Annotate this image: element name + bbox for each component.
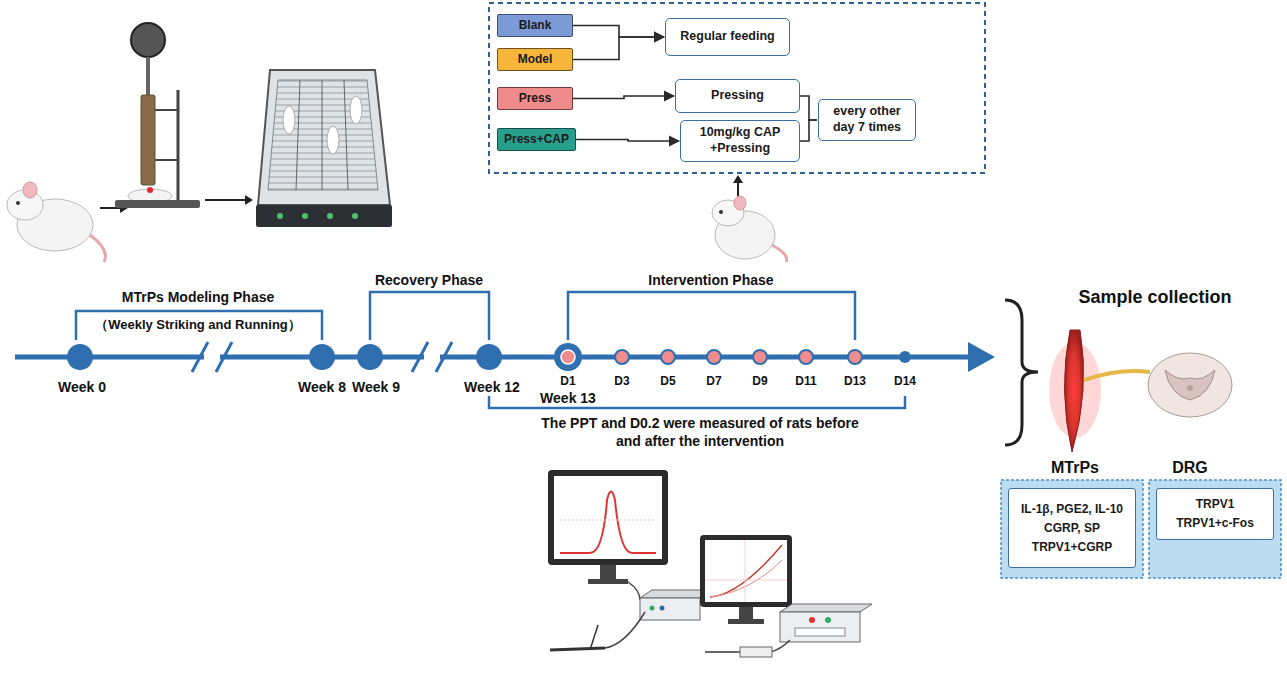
text-label: Sample collection	[1078, 286, 1231, 309]
text-label: Intervention Phase	[648, 271, 773, 289]
text-label: D5	[660, 374, 675, 390]
node-text: TRPV1+c-Fos	[1176, 516, 1254, 531]
panel	[1149, 480, 1281, 578]
connector	[800, 96, 817, 120]
indicator-box: IL-1β, PGE2, IL-10CGRP, SP TRPV1+CGRP	[1008, 488, 1136, 568]
node-text: every other day 7 times	[825, 104, 909, 135]
text-label: （Weekly Striking and Running）	[95, 317, 301, 334]
drg-figure	[1148, 353, 1232, 417]
node-text: CGRP, SP	[1044, 521, 1100, 536]
text-label: D7	[706, 374, 721, 390]
node-text: Model	[518, 52, 553, 67]
connector	[573, 37, 664, 60]
node-text: TRPV1	[1196, 497, 1235, 512]
rat-figure	[7, 182, 105, 262]
timeline	[15, 342, 995, 372]
text-label: Week 0	[58, 378, 106, 396]
group-tag: Model	[497, 48, 573, 71]
brace	[1005, 300, 1038, 445]
node-text: IL-1β, PGE2, IL-10	[1021, 502, 1123, 517]
text-label: Week 9	[352, 378, 400, 396]
text-label: Week 13	[540, 389, 596, 407]
connector	[800, 120, 817, 141]
text-label: D1	[560, 374, 575, 390]
text-label: MTrPs	[1051, 458, 1099, 479]
text-label: Recovery Phase	[375, 271, 483, 289]
treadmill	[256, 70, 392, 227]
node-text: Pressing	[711, 88, 764, 104]
group-tag: Blank	[497, 14, 573, 37]
text-label: D9	[752, 374, 767, 390]
measuring-equipment	[548, 470, 872, 657]
indicator-box: TRPV1TRPV1+c-Fos	[1156, 488, 1274, 540]
text-label: D3	[614, 374, 629, 390]
connector	[576, 140, 679, 142]
muscle-figure	[1049, 330, 1101, 452]
node-text: Press	[519, 91, 552, 106]
text-label: Week 8	[298, 378, 346, 396]
nerve	[1084, 371, 1150, 380]
node-text: Blank	[519, 18, 552, 33]
process-box: 10mg/kg CAP +Pressing	[680, 120, 800, 162]
text-label: The PPT and D0.2 were measured of rats b…	[530, 414, 870, 450]
rat-figure	[712, 196, 787, 262]
group-tag: Press+CAP	[497, 128, 576, 151]
text-label: MTrPs Modeling Phase	[122, 288, 274, 306]
node-text: 10mg/kg CAP +Pressing	[687, 125, 793, 156]
process-box: Pressing	[675, 79, 800, 113]
group-frame	[489, 3, 985, 173]
connector	[573, 26, 664, 38]
note-box: every other day 7 times	[818, 99, 916, 141]
node-text: Regular feeding	[680, 29, 774, 45]
panel	[1001, 480, 1143, 578]
phase-bracket	[76, 292, 905, 408]
node-text: Press+CAP	[504, 132, 569, 147]
text-label: Week 12	[464, 378, 520, 396]
striking-device	[115, 23, 200, 208]
text-label: D11	[795, 374, 816, 390]
node-text: TRPV1+CGRP	[1032, 540, 1112, 555]
process-box: Regular feeding	[665, 18, 790, 56]
group-tag: Press	[497, 87, 573, 110]
text-label: DRG	[1172, 458, 1208, 479]
text-label: D14	[894, 374, 916, 390]
connector	[573, 96, 674, 99]
text-label: D13	[844, 374, 866, 390]
